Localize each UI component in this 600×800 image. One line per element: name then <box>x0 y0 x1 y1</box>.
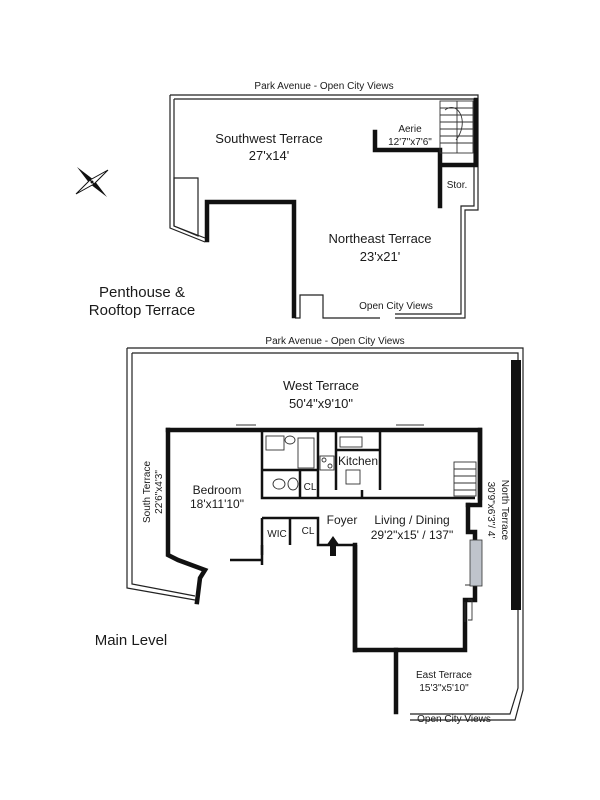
compass-rose-icon <box>75 167 109 197</box>
northeast-terrace-name: Northeast Terrace <box>328 231 431 246</box>
penthouse-plan: Park Avenue - Open City Views Southwest … <box>89 81 479 319</box>
east-terrace-name: East Terrace <box>416 670 472 681</box>
bathroom-fixtures <box>265 435 315 491</box>
kitchen-fixtures <box>319 436 363 485</box>
bedroom-name: Bedroom <box>193 483 242 497</box>
penthouse-top-view-label: Park Avenue - Open City Views <box>254 81 393 92</box>
aerie-name: Aerie <box>398 124 422 135</box>
north-terrace-dims: 30'9"x6'3"/ 4' <box>485 482 496 539</box>
interior-wall <box>260 430 475 500</box>
entrance-arrow-icon <box>326 536 340 556</box>
southwest-terrace-name: Southwest Terrace <box>215 131 322 146</box>
penthouse-terrace-railing <box>169 94 479 319</box>
east-terrace-dims: 15'3"x5'10" <box>419 683 469 694</box>
exterior-wall <box>165 427 209 605</box>
penthouse-wall <box>204 199 297 319</box>
north-terrace-name: North Terrace <box>499 480 510 541</box>
living-dining-name: Living / Dining <box>374 513 449 527</box>
closet-label-2: CL <box>302 526 315 537</box>
main-stair <box>453 461 477 497</box>
north-terrace-wall <box>511 360 521 610</box>
penthouse-level-title-line1: Penthouse & <box>99 284 185 301</box>
fireplace <box>469 539 483 587</box>
west-terrace-name: West Terrace <box>283 378 359 393</box>
penthouse-level-title-line2: Rooftop Terrace <box>89 302 195 319</box>
south-terrace-dims: 22'6"x4'3" <box>154 470 165 514</box>
southwest-terrace-dims: 27'x14' <box>249 148 289 163</box>
planter <box>173 177 199 237</box>
stair <box>439 100 474 154</box>
bedroom-dims: 18'x11'10" <box>190 497 244 511</box>
closet-label-1: CL <box>304 482 317 493</box>
storage-label: Stor. <box>447 180 468 191</box>
main-level-title: Main Level <box>95 632 168 649</box>
aerie-wall <box>372 97 479 209</box>
living-dining-dims: 29'2"x15' / 137" <box>371 528 454 542</box>
aerie-dims: 12'7"x7'6" <box>388 137 432 148</box>
foyer-label: Foyer <box>327 513 358 527</box>
window <box>236 424 470 622</box>
northeast-terrace-dims: 23'x21' <box>360 249 400 264</box>
main-level-plan: Park Avenue - Open City Views West Terra… <box>95 336 524 725</box>
main-bottom-view-label: Open City Views <box>417 714 491 725</box>
main-top-view-label: Park Avenue - Open City Views <box>265 336 404 347</box>
south-terrace-name: South Terrace <box>142 461 153 524</box>
west-terrace-dims: 50'4"x9'10" <box>289 396 353 411</box>
wic-label: WIC <box>267 529 286 540</box>
kitchen-label: Kitchen <box>338 454 378 468</box>
main-terrace-railing <box>126 347 524 721</box>
penthouse-bottom-view-label: Open City Views <box>359 301 433 312</box>
